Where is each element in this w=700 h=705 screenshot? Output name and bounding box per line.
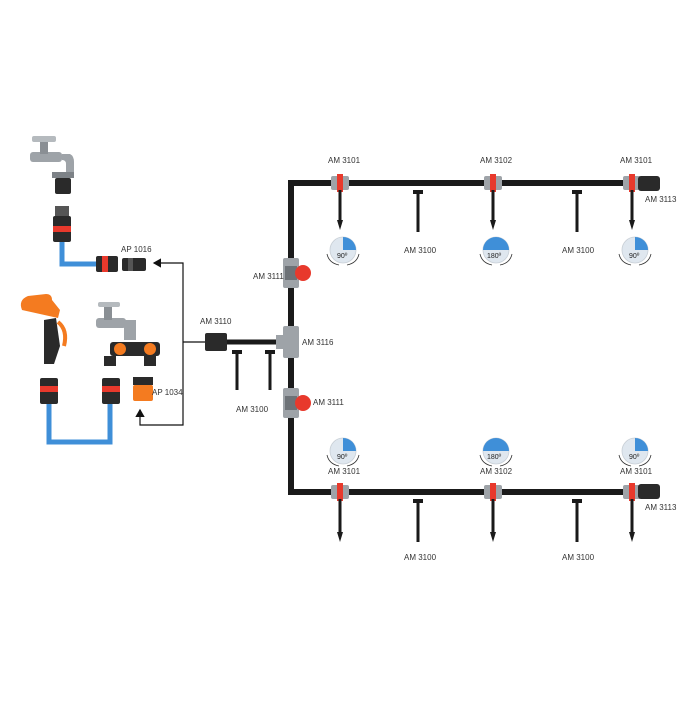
spray-angle-bottom-mid: 180º	[487, 454, 502, 461]
label-am3111-bottom: AM 3111	[313, 398, 344, 407]
label-top-am3102: AM 3102	[480, 156, 513, 165]
spray-angle-top-left: 90º	[337, 253, 348, 260]
label-bottom-am3113: AM 3113	[645, 503, 677, 512]
label-bottom-am3100-right: AM 3100	[562, 553, 595, 562]
end-cap-am3110	[205, 333, 227, 351]
label-bottom-am3102: AM 3102	[480, 467, 513, 476]
end-plug-am3113-top	[638, 176, 660, 191]
tap-icon-top	[30, 136, 74, 194]
stake-am3100-top-left	[413, 190, 423, 232]
stake-feed-1	[232, 350, 242, 390]
tap-adapter-ap1034	[133, 377, 153, 401]
label-top-am3100-right: AM 3100	[562, 246, 595, 255]
label-am3111-top: AM 3111	[253, 272, 284, 281]
label-top-am3101-left: AM 3101	[328, 156, 361, 165]
hose-connector-bottom	[102, 378, 120, 404]
label-bottom-am3101-right: AM 3101	[620, 467, 653, 476]
stake-feed-2	[265, 350, 275, 390]
tee-am3101-bottom-left	[331, 483, 349, 542]
label-top-am3113: AM 3113	[645, 195, 677, 204]
spray-sector-bottom-mid-icon	[479, 437, 513, 467]
spray-sector-top-right-icon	[618, 236, 652, 266]
spray-angle-bottom-left: 90º	[337, 454, 348, 461]
label-bottom-am3101-left: AM 3101	[328, 467, 361, 476]
label-bottom-am3100-left: AM 3100	[404, 553, 437, 562]
spray-angle-bottom-right: 90º	[629, 454, 640, 461]
label-am3100-feed: AM 3100	[236, 405, 269, 414]
tee-connector-am3116	[276, 326, 299, 358]
hose-connector-top	[53, 206, 71, 242]
label-am3110: AM 3110	[200, 317, 232, 326]
splitter-valve	[104, 342, 160, 366]
spray-sector-top-mid-icon	[479, 236, 513, 266]
tee-am3101-bottom-right	[623, 483, 641, 542]
arrow-ap1034	[135, 342, 184, 426]
hose-bottom	[46, 404, 113, 445]
hose-top	[59, 242, 96, 267]
tee-am3102-top	[484, 174, 502, 230]
tap-icon-bottom	[96, 302, 136, 340]
arrow-ap1016	[152, 258, 184, 342]
tee-am3101-top-right	[623, 174, 641, 230]
label-ap1034: AP 1034	[152, 388, 183, 397]
end-plug-am3113-bottom	[638, 484, 660, 499]
label-top-am3100-left: AM 3100	[404, 246, 437, 255]
spray-sector-top-left-icon	[326, 236, 360, 266]
stake-am3100-bottom-right	[572, 499, 582, 542]
hose-coupling-ap1016	[96, 256, 146, 272]
stake-am3100-top-right	[572, 190, 582, 232]
spray-sector-bottom-right-icon	[618, 437, 652, 467]
stake-am3100-bottom-left	[413, 499, 423, 542]
label-top-am3101-right: AM 3101	[620, 156, 653, 165]
spray-gun-icon	[20, 294, 68, 404]
label-ap1016: AP 1016	[121, 245, 152, 254]
spray-sector-bottom-left-icon	[326, 437, 360, 467]
tee-am3102-bottom	[484, 483, 502, 542]
label-am3116: AM 3116	[302, 338, 334, 347]
valve-am3111-bottom	[283, 388, 311, 418]
spray-angle-top-right: 90º	[629, 253, 640, 260]
tee-am3101-top-left	[331, 174, 349, 230]
spray-angle-top-mid: 180º	[487, 253, 502, 260]
valve-am3111-top	[283, 258, 311, 288]
